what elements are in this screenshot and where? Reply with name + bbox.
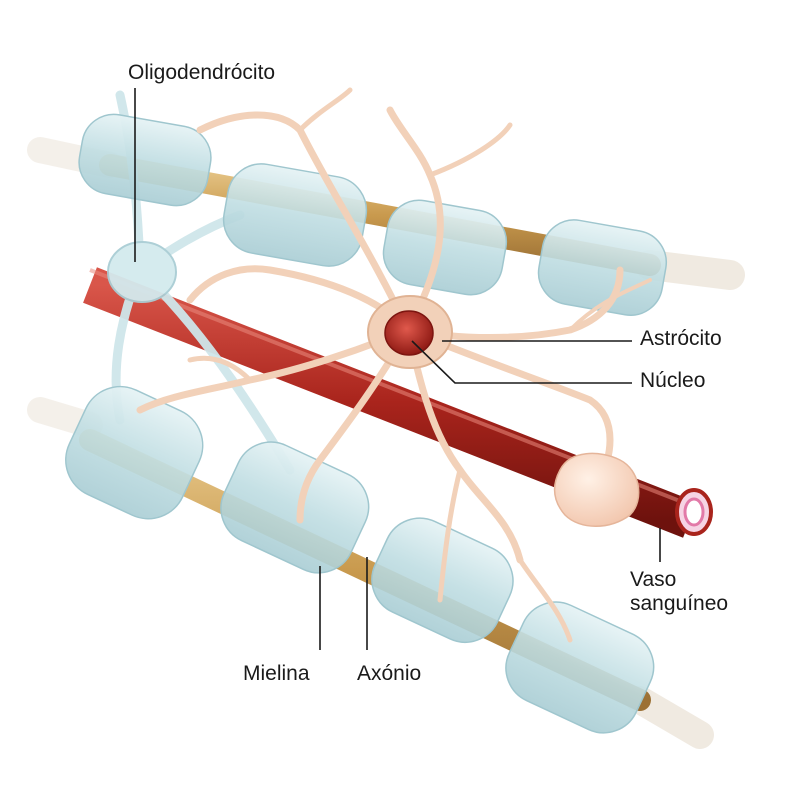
label-blood-vessel: Vaso sanguíneo	[630, 568, 770, 616]
label-blood-vessel-line1: Vaso	[630, 568, 677, 591]
astrocyte-endfoot	[553, 452, 640, 527]
leader-lines	[134, 88, 661, 650]
label-blood-vessel-line2: sanguíneo	[630, 592, 729, 615]
nucleus	[384, 310, 434, 356]
label-myelin: Mielina	[243, 662, 310, 685]
label-astrocyte: Astrócito	[640, 327, 722, 350]
label-nucleus: Núcleo	[640, 369, 706, 392]
label-axon: Axónio	[357, 662, 422, 685]
label-oligodendrocyte: Oligodendrócito	[128, 61, 276, 84]
astrocyte	[136, 87, 652, 643]
oligodendrocyte-body	[107, 241, 177, 303]
leader-nucleus	[411, 340, 632, 384]
